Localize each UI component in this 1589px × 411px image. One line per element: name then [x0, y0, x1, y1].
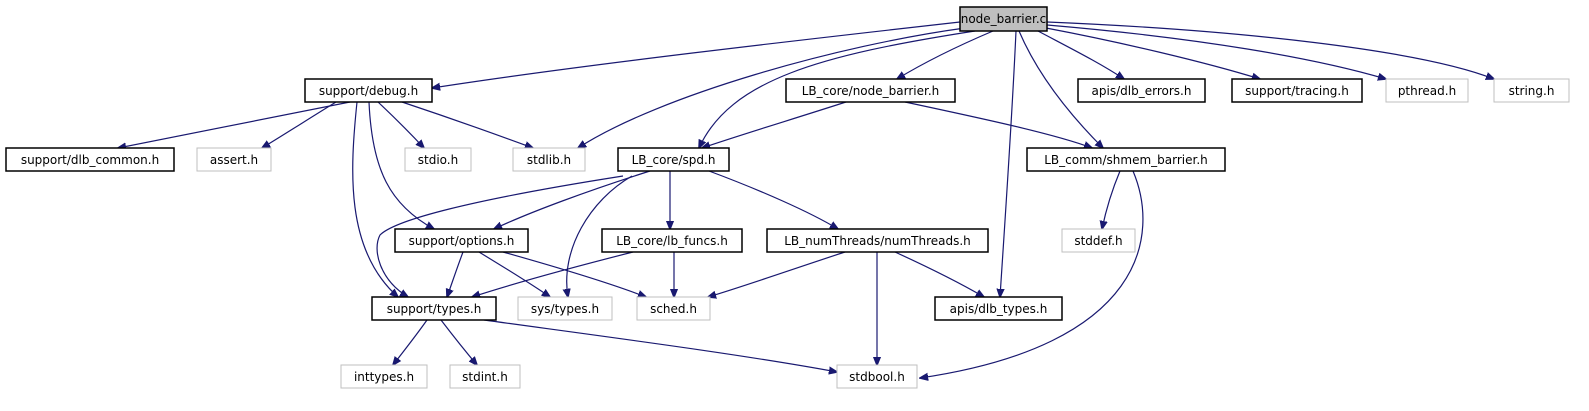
edge-support_types_h-stdbool_h: [483, 319, 837, 372]
svg-text:support/tracing.h: support/tracing.h: [1245, 84, 1349, 98]
edge-support_types_h-inttypes_h: [393, 319, 428, 365]
edge-node_barrier_c-support_tracing_h: [1045, 27, 1260, 79]
svg-text:LB_core/lb_funcs.h: LB_core/lb_funcs.h: [616, 234, 728, 248]
svg-text:assert.h: assert.h: [210, 153, 258, 167]
edge-lb_comm_shmem_barrier_h-stdbool_h: [920, 170, 1144, 378]
edge-support_debug_h-stdlib_h: [401, 101, 533, 148]
node-stddef-h[interactable]: stddef.h: [1061, 228, 1136, 253]
svg-text:support/debug.h: support/debug.h: [319, 84, 418, 98]
edge-support_debug_h-support_types_h: [352, 101, 398, 297]
node-stdio-h[interactable]: stdio.h: [404, 147, 472, 172]
edge-node_barrier_c-pthread_h: [1046, 24, 1386, 79]
node-support-dlb-common-h[interactable]: support/dlb_common.h: [5, 147, 175, 172]
edge-support_types_h-stdint_h: [440, 319, 477, 365]
edge-node_barrier_c-support_debug_h: [432, 21, 961, 88]
node-pthread-h[interactable]: pthread.h: [1385, 78, 1469, 103]
svg-text:node_barrier.c: node_barrier.c: [961, 12, 1047, 26]
edge-support_debug_h-assert_h: [262, 101, 337, 148]
edge-lb_comm_shmem_barrier_h-stddef_h: [1102, 170, 1121, 229]
node-node-barrier-c[interactable]: node_barrier.c: [959, 6, 1048, 32]
svg-text:string.h: string.h: [1509, 84, 1555, 98]
node-stdlib-h[interactable]: stdlib.h: [512, 147, 586, 172]
svg-text:stdbool.h: stdbool.h: [849, 370, 905, 384]
svg-text:stdint.h: stdint.h: [462, 370, 508, 384]
edge-support_debug_h-stdio_h: [377, 101, 424, 148]
edge-support_options_h-sched_h: [502, 251, 646, 297]
svg-text:LB_comm/shmem_barrier.h: LB_comm/shmem_barrier.h: [1044, 153, 1208, 167]
node-lb-comm-shmem-barrier-h[interactable]: LB_comm/shmem_barrier.h: [1026, 147, 1226, 172]
node-string-h[interactable]: string.h: [1493, 78, 1570, 103]
edge-node_barrier_c-lb_core_spd_h: [699, 30, 976, 148]
edge-lb_core_node_barrier_h-lb_core_spd_h: [702, 101, 847, 148]
edge-lb_core_spd_h-lb_numthreads_numthreads_h: [708, 170, 838, 229]
svg-text:sys/types.h: sys/types.h: [531, 302, 599, 316]
edge-support_debug_h-support_options_h: [368, 101, 434, 229]
svg-text:support/dlb_common.h: support/dlb_common.h: [21, 153, 159, 167]
edge-node_barrier_c-string_h: [1046, 21, 1494, 79]
edge-node_barrier_c-lb_comm_shmem_barrier_h: [1018, 30, 1103, 148]
svg-text:LB_numThreads/numThreads.h: LB_numThreads/numThreads.h: [784, 234, 971, 248]
node-support-options-h[interactable]: support/options.h: [394, 228, 529, 253]
node-support-debug-h[interactable]: support/debug.h: [304, 78, 433, 103]
svg-text:sched.h: sched.h: [650, 302, 697, 316]
svg-text:LB_core/node_barrier.h: LB_core/node_barrier.h: [802, 84, 940, 98]
edge-support_options_h-sys_types_h: [478, 251, 550, 297]
node-lb-core-lb-funcs-h[interactable]: LB_core/lb_funcs.h: [601, 228, 743, 253]
edge-node_barrier_c-stdlib_h: [578, 27, 966, 148]
node-sys-types-h[interactable]: sys/types.h: [517, 296, 613, 321]
svg-text:LB_core/spd.h: LB_core/spd.h: [632, 153, 716, 167]
node-support-tracing-h[interactable]: support/tracing.h: [1231, 78, 1363, 103]
edge-node_barrier_c-apis_dlb_errors_h: [1037, 30, 1124, 79]
svg-text:pthread.h: pthread.h: [1398, 84, 1456, 98]
node-apis-dlb-types-h[interactable]: apis/dlb_types.h: [934, 296, 1063, 321]
svg-text:apis/dlb_types.h: apis/dlb_types.h: [950, 302, 1048, 316]
node-assert-h[interactable]: assert.h: [196, 147, 272, 172]
svg-text:stdio.h: stdio.h: [418, 153, 458, 167]
edge-lb_core_spd_h-sys_types_h: [567, 175, 633, 297]
node-inttypes-h[interactable]: inttypes.h: [340, 364, 428, 389]
edge-node_barrier_c-lb_core_node_barrier_h: [897, 30, 994, 79]
node-support-types-h[interactable]: support/types.h: [371, 296, 497, 321]
edge-support_options_h-support_types_h: [447, 251, 464, 297]
nodes: node_barrier.c support/debug.h LB_core/n…: [5, 6, 1570, 389]
node-apis-dlb-errors-h[interactable]: apis/dlb_errors.h: [1077, 78, 1206, 103]
edge-lb_core_spd_h-support_types_h: [376, 175, 624, 297]
edges: [118, 21, 1494, 378]
edge-support_debug_h-support_dlb_common_h: [118, 101, 351, 148]
node-lb-core-spd-h[interactable]: LB_core/spd.h: [617, 147, 730, 172]
svg-text:support/types.h: support/types.h: [387, 302, 482, 316]
svg-text:stdlib.h: stdlib.h: [527, 153, 571, 167]
node-stdint-h[interactable]: stdint.h: [449, 364, 521, 389]
svg-text:inttypes.h: inttypes.h: [354, 370, 414, 384]
edge-lb_core_lb_funcs_h-support_types_h: [472, 251, 634, 297]
svg-text:support/options.h: support/options.h: [409, 234, 515, 248]
node-lb-core-node-barrier-h[interactable]: LB_core/node_barrier.h: [785, 78, 956, 103]
edge-lb_numthreads_numthreads_h-apis_dlb_types_h: [894, 251, 984, 297]
svg-text:apis/dlb_errors.h: apis/dlb_errors.h: [1092, 84, 1192, 98]
node-sched-h[interactable]: sched.h: [636, 296, 711, 321]
edge-node_barrier_c-apis_dlb_types_h: [1000, 30, 1017, 297]
node-lb-numthreads-numthreads-h[interactable]: LB_numThreads/numThreads.h: [766, 228, 989, 253]
svg-text:stddef.h: stddef.h: [1074, 234, 1122, 248]
edge-lb_numthreads_numthreads_h-sched_h: [708, 251, 846, 297]
node-stdbool-h[interactable]: stdbool.h: [836, 364, 918, 389]
edge-lb_core_node_barrier_h-lb_comm_shmem_barrier_h: [904, 101, 1092, 148]
